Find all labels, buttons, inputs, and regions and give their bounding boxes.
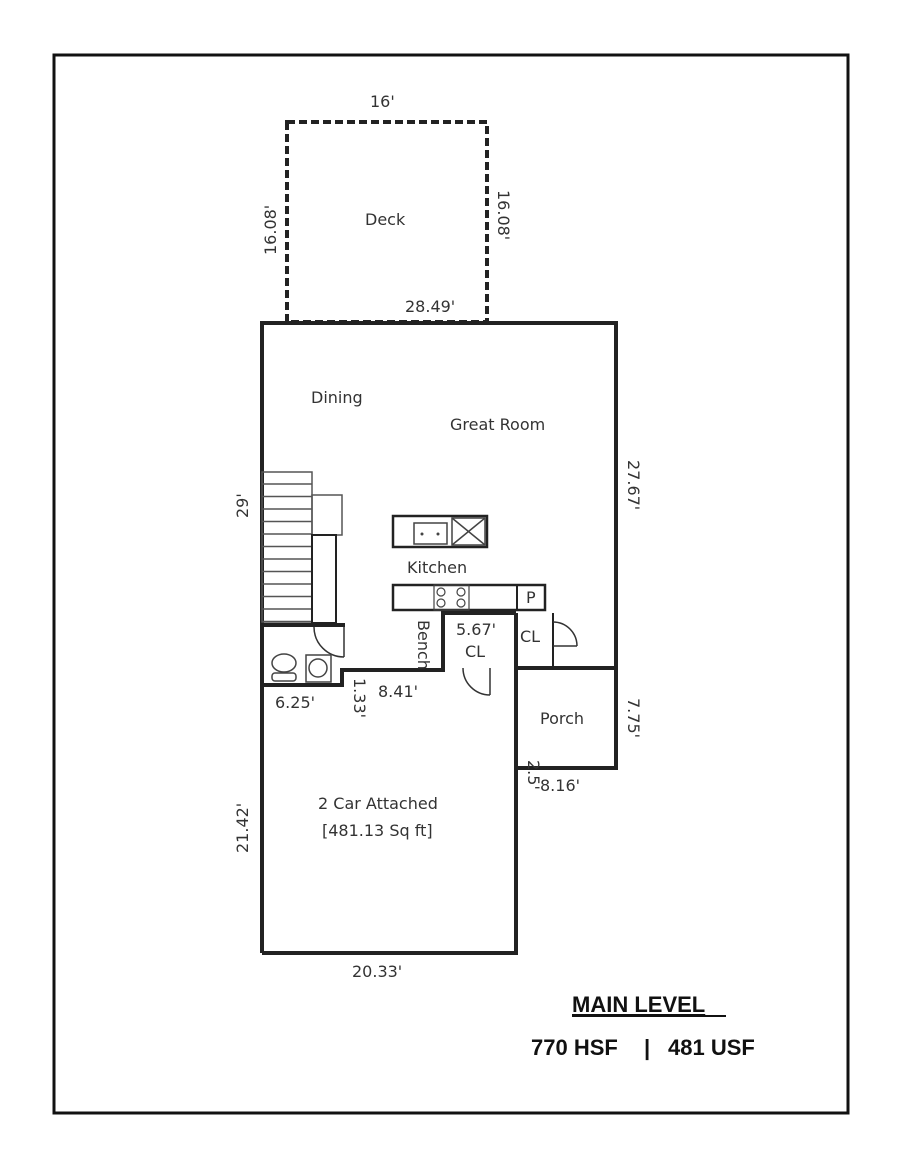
- doors: [313, 621, 578, 696]
- dim-deck-right: 16.08': [494, 190, 513, 240]
- usf-value: 481 USF: [668, 1035, 755, 1060]
- pantry-label: P: [526, 588, 536, 607]
- dim-closet: 5.67': [456, 620, 496, 639]
- hsf-value: 770 HSF: [531, 1035, 618, 1060]
- dishwasher: [451, 517, 486, 546]
- bath-sink: [305, 654, 332, 683]
- dim-garage-bottom: 20.33': [352, 962, 402, 981]
- page-border: [52, 53, 850, 1115]
- porch-label: Porch: [540, 709, 584, 728]
- dim-porch-jog: 2.5': [524, 760, 543, 790]
- dim-deck-left: 16.08': [261, 205, 280, 255]
- summary-separator: |: [644, 1035, 650, 1060]
- dim-porch-right: 7.75': [624, 698, 643, 738]
- bench-label: Bench: [414, 620, 433, 670]
- sink: [413, 522, 448, 545]
- fridge: [311, 494, 343, 536]
- cabinet: [311, 534, 337, 624]
- dim-hall: 8.41': [378, 682, 418, 701]
- dining-label: Dining: [311, 388, 363, 407]
- walls: [260, 321, 618, 955]
- garage-label: 2 Car Attached: [318, 794, 438, 813]
- dim-left-main: 29': [233, 493, 252, 518]
- dim-deck-bottom: 28.49': [405, 297, 455, 316]
- dim-bath: 6.25': [275, 693, 315, 712]
- dim-porch-bottom: 8.16': [540, 776, 580, 795]
- deck-label: Deck: [365, 210, 406, 229]
- dim-deck-top: 16': [370, 92, 395, 111]
- kitchen-island: [391, 514, 489, 549]
- kitchen-label: Kitchen: [407, 558, 467, 577]
- dim-garage-left: 21.42': [233, 803, 252, 853]
- closet-label: CL: [465, 642, 485, 661]
- dim-step: 1.33': [350, 678, 369, 718]
- garage-area: [481.13 Sq ft]: [322, 821, 433, 840]
- closet-label-2: CL: [520, 627, 540, 646]
- level-title: MAIN LEVEL: [572, 992, 705, 1017]
- dim-right-main: 27.67': [624, 460, 643, 510]
- stove: [433, 584, 470, 611]
- toilet: [271, 653, 297, 682]
- great-room-label: Great Room: [450, 415, 545, 434]
- stairs: [261, 471, 313, 623]
